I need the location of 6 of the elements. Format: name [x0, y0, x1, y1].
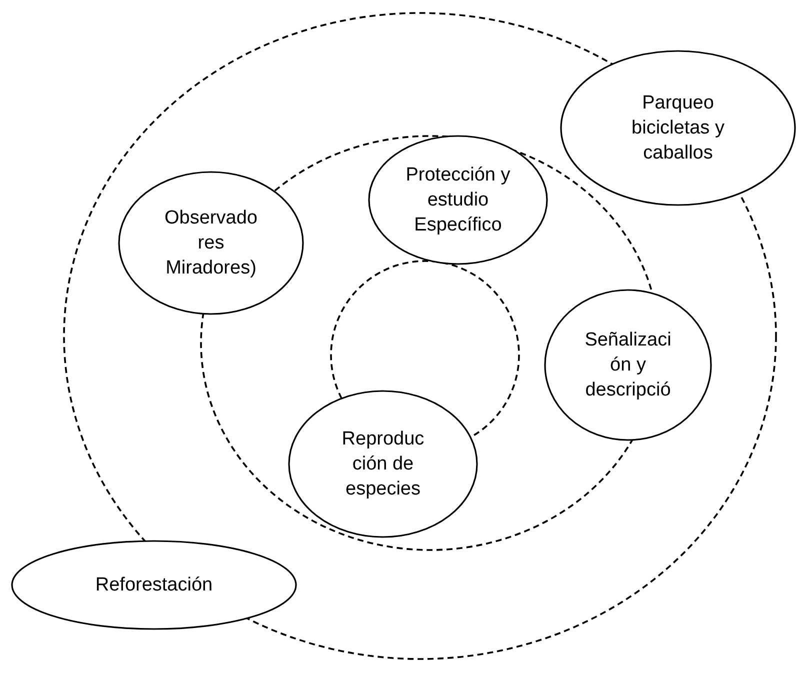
node-label: Observado res Miradores): [164, 206, 258, 280]
node-label: Reproduc ción de especies: [340, 428, 426, 502]
node-label: Parqueo bicicletas y caballos: [630, 92, 726, 166]
node-label: Protección y estudio Específico: [406, 164, 510, 238]
node-label: Reforestación: [94, 574, 214, 598]
node-label: Señalizaci ón y descripció: [584, 328, 672, 402]
